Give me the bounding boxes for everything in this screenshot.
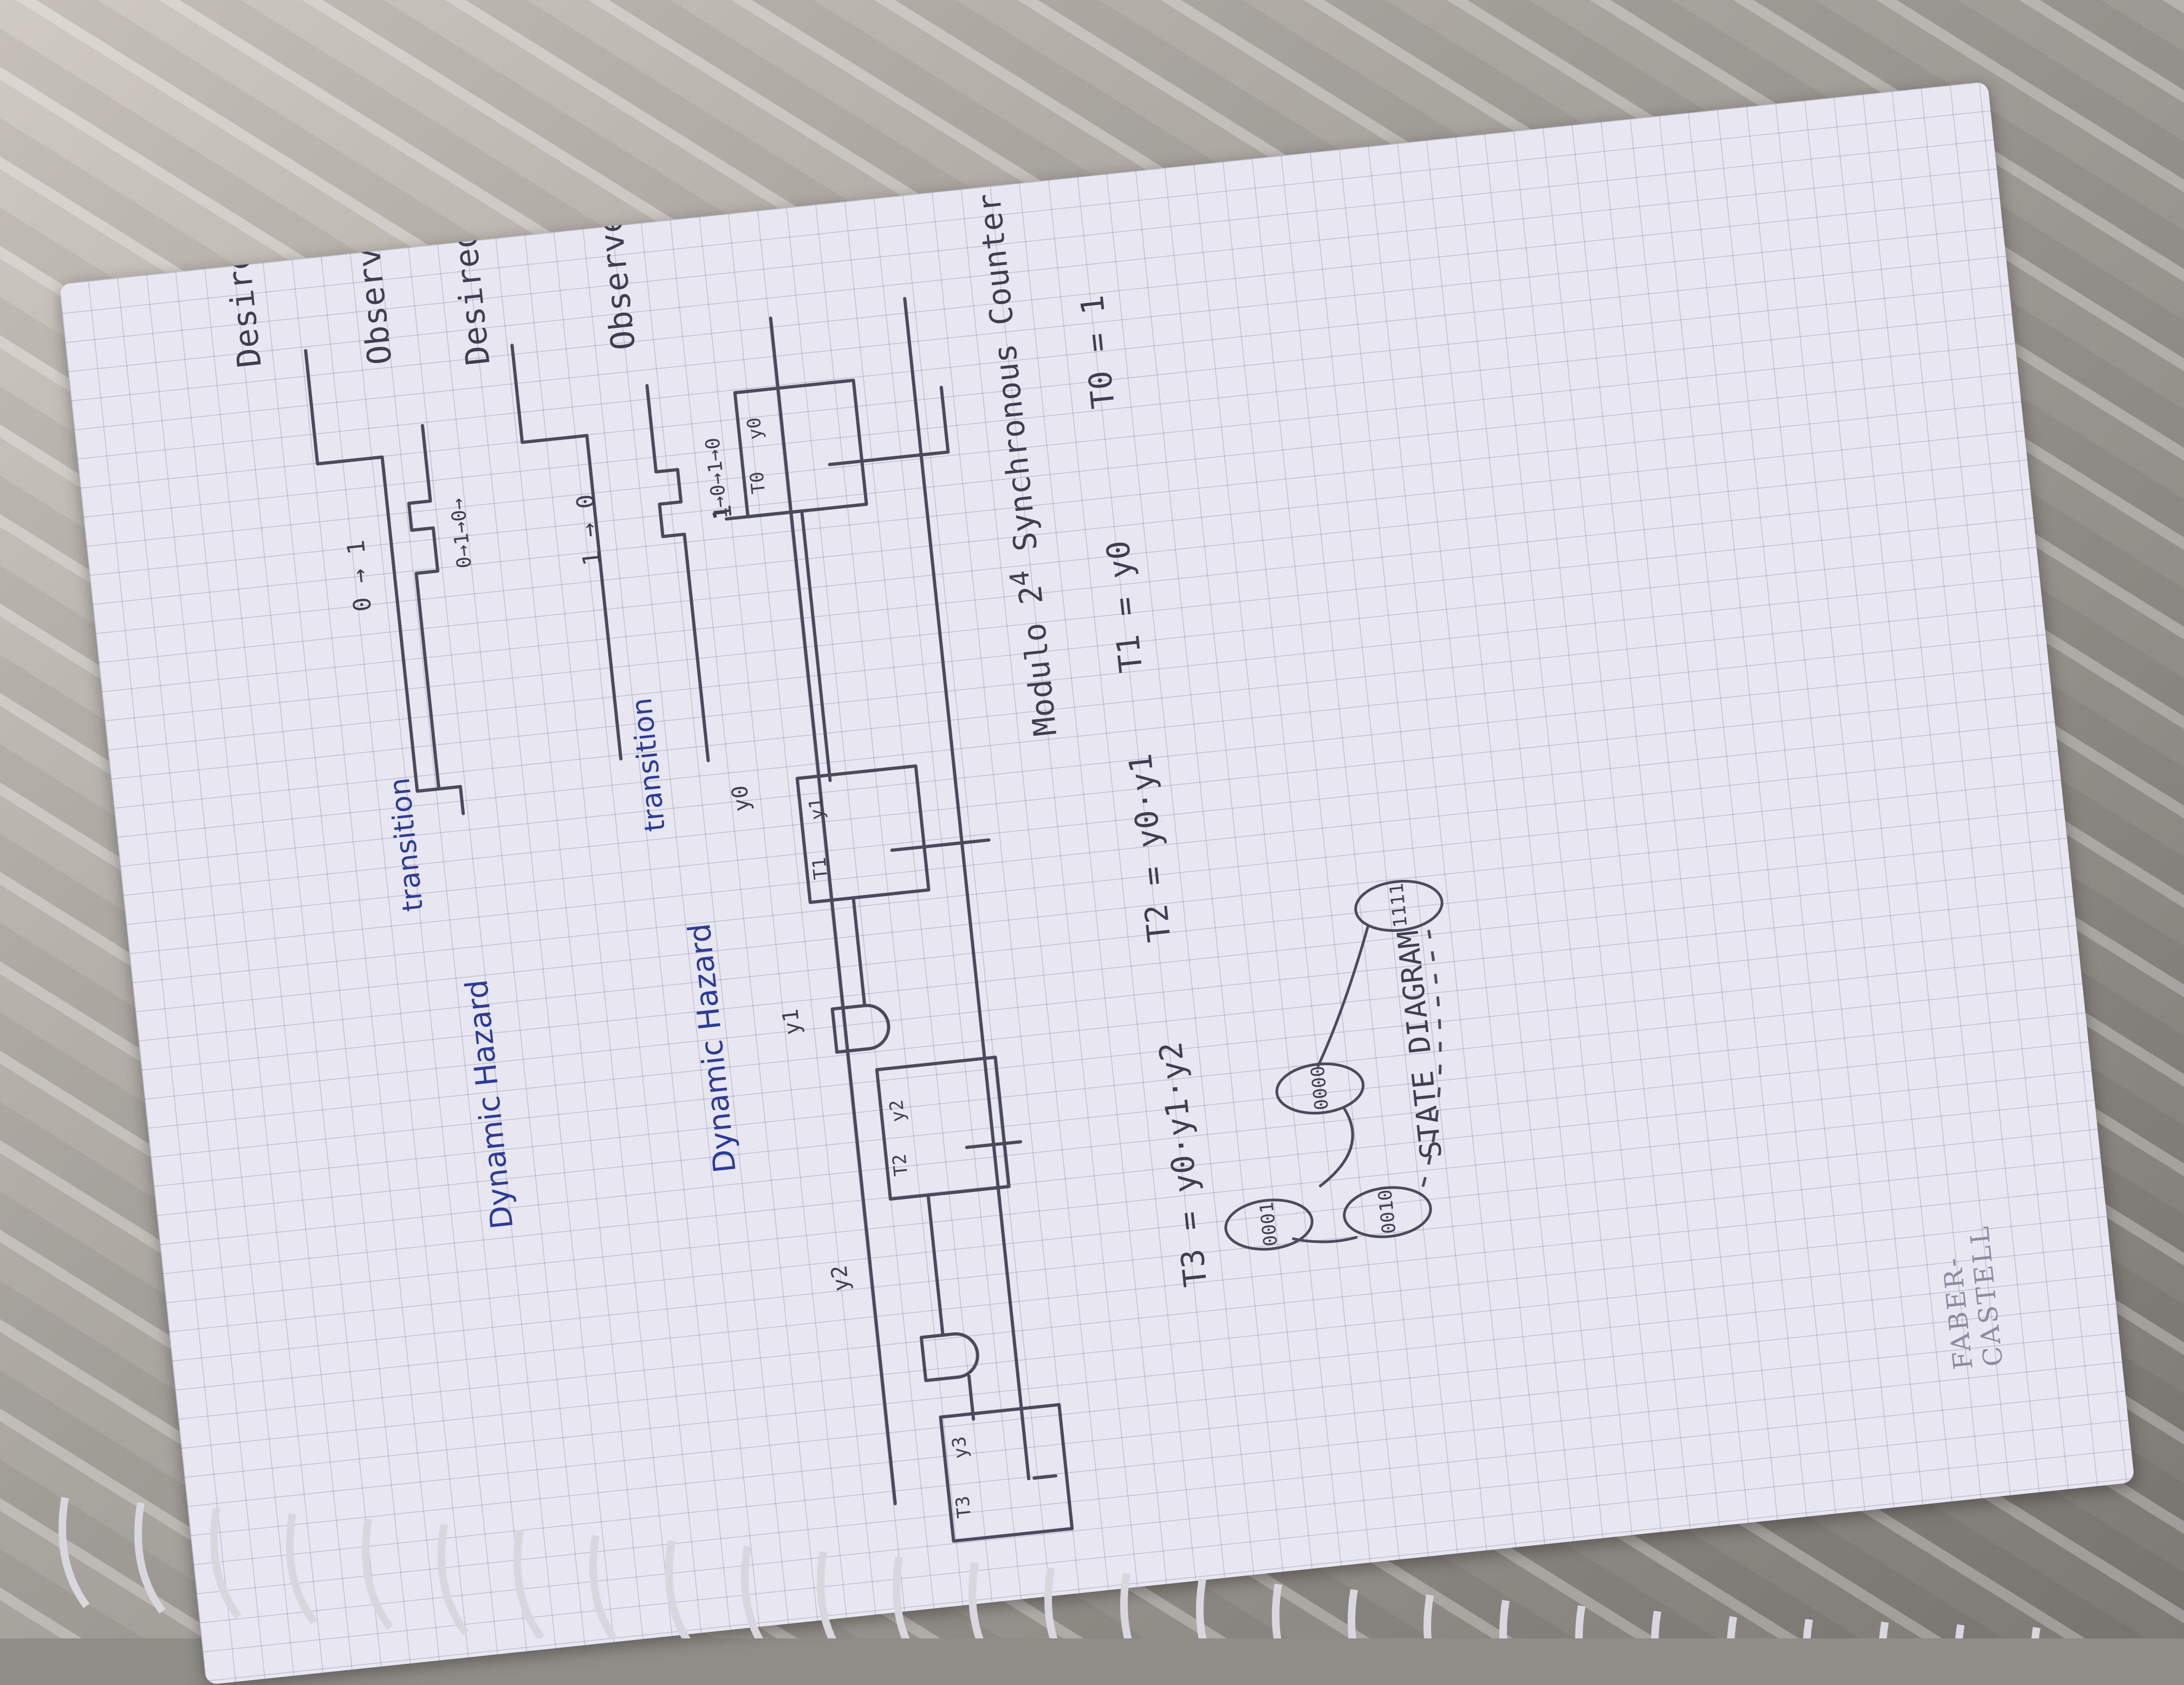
observed-waveform-1: [407, 424, 441, 791]
desired-waveform-1: [304, 349, 465, 815]
state-label-0001: 0001: [1256, 1201, 1282, 1248]
ff-q-y2: y2: [885, 1098, 909, 1123]
and-gate-2: [919, 1332, 979, 1383]
spiral-binding: [58, 1496, 2040, 1638]
state-label-0010: 0010: [1374, 1188, 1401, 1235]
ff-q-y1: y1: [804, 796, 829, 821]
notebook-page: Desired Observed 0 → 1 0→1→0→ transition…: [58, 81, 2135, 1685]
ff-label-t1: T1: [808, 856, 833, 881]
ff-label-t0: T0: [746, 470, 770, 495]
observed-waveform-2: [645, 384, 710, 762]
output-y1: y1: [778, 1007, 806, 1036]
flipflop-t0: [733, 378, 868, 519]
state-label-1111: 1111: [1386, 882, 1412, 929]
ff-q-y0: y0: [743, 416, 767, 441]
counter-input-label: 1: [708, 503, 738, 521]
output-y2: y2: [827, 1264, 855, 1293]
state-node-0000: [1275, 1062, 1365, 1115]
sketch-lines: [304, 297, 1444, 1543]
state-node-0010: [1343, 1186, 1432, 1239]
desired-waveform-2: [510, 344, 623, 761]
output-y0: y0: [727, 784, 755, 813]
ff-label-t2: T2: [888, 1152, 913, 1177]
state-label-0000: 0000: [1306, 1065, 1333, 1111]
counter-title-exponent: 4: [1004, 569, 1036, 588]
flipflop-t3: [939, 1403, 1074, 1543]
flipflop-t1: [795, 764, 931, 904]
flipflop-t2: [875, 1055, 1011, 1201]
and-gate-1: [830, 1003, 890, 1054]
state-node-0001: [1224, 1198, 1314, 1251]
state-node-1111: [1354, 879, 1444, 932]
